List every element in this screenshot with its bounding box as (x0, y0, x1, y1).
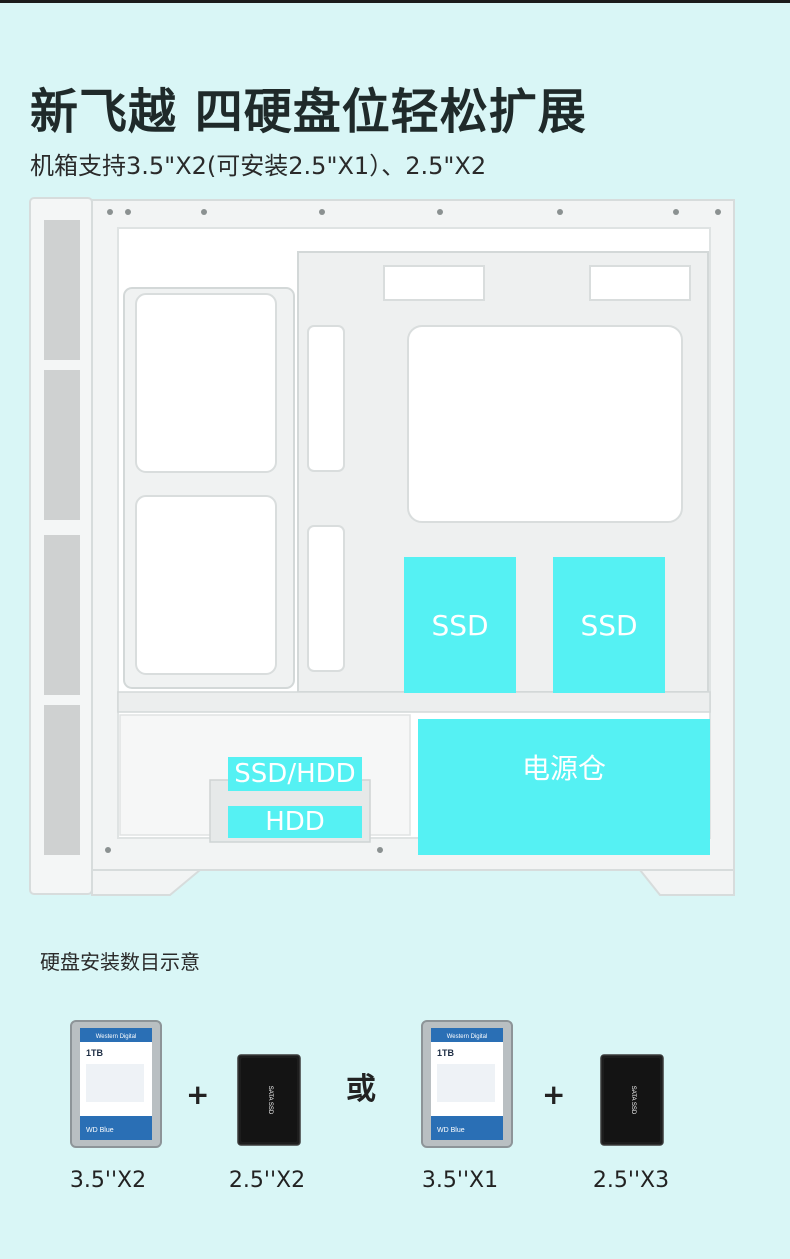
hdd-35-icon-1: Western Digital 1TB WD Blue (70, 1020, 162, 1152)
pc-case-illustration: SSD SSD 电源仓 SSD/HDD HDD (0, 190, 790, 910)
hdd-series-text: WD Blue (86, 1127, 114, 1134)
psu-compartment-label: 电源仓 (521, 752, 606, 785)
hdd-brand-text: Western Digital (96, 1034, 137, 1040)
caption-hdd-x2: 3.5''X2 (69, 1168, 147, 1193)
hdd-capacity-text: 1TB (437, 1048, 455, 1058)
or-separator: 或 (346, 1072, 376, 1107)
hdd-35-icon-2: Western Digital 1TB WD Blue (421, 1020, 513, 1152)
ssd-slot-left-label: SSD (431, 608, 489, 642)
psu-compartment: 电源仓 (418, 719, 710, 855)
plus-sign-1: + (186, 1078, 210, 1111)
hdd-capacity-text: 1TB (86, 1048, 104, 1058)
ssd-slot-left: SSD (404, 557, 516, 693)
ssd-hdd-bay-label: SSD/HDD (234, 759, 356, 789)
caption-ssd-x3: 2.5''X3 (592, 1168, 670, 1193)
ssd-25-icon-1: SATA SSD (237, 1054, 301, 1150)
caption-ssd-x2: 2.5''X2 (228, 1168, 306, 1193)
hdd-brand-text: Western Digital (447, 1034, 488, 1040)
ssd-label-text: SATA SSD (630, 1086, 636, 1115)
ssd-slot-right-label: SSD (580, 608, 638, 642)
plus-sign-2: + (542, 1078, 566, 1111)
install-section-title: 硬盘安装数目示意 (40, 950, 200, 974)
top-border (0, 0, 790, 3)
ssd-slot-right: SSD (553, 557, 665, 693)
hdd-series-text: WD Blue (437, 1127, 465, 1134)
ssd-hdd-bay: SSD/HDD (228, 757, 362, 791)
caption-hdd-x1: 3.5''X1 (421, 1168, 499, 1193)
page-subtitle: 机箱支持3.5"X2(可安装2.5"X1）、2.5"X2 (30, 152, 487, 180)
hdd-bay: HDD (228, 806, 362, 838)
ssd-25-icon-2: SATA SSD (600, 1054, 664, 1150)
page-title: 新飞越 四硬盘位轻松扩展 (30, 84, 587, 140)
ssd-label-text: SATA SSD (267, 1086, 273, 1115)
hdd-bay-label: HDD (265, 807, 325, 837)
